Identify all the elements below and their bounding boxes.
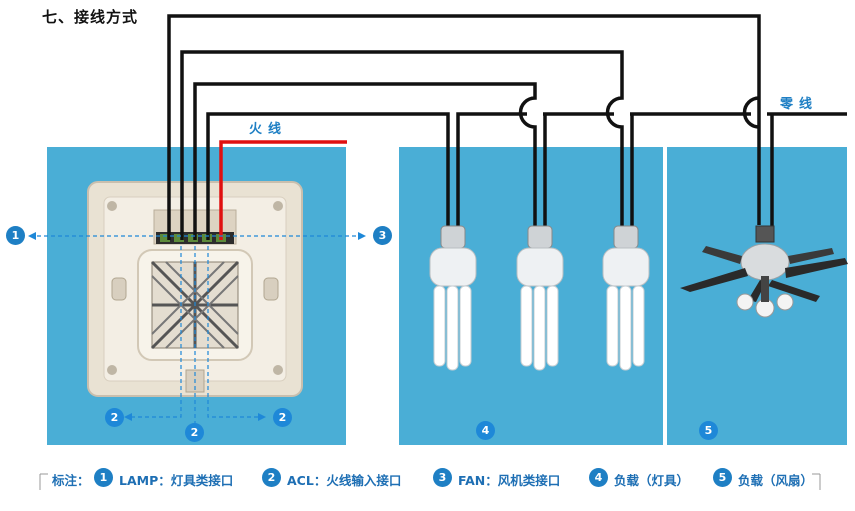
page-title: 七、接线方式 [42,8,139,26]
legend-item-5: 负载（风扇） [738,473,814,488]
interface-indicators [30,235,362,427]
legend-badge-3: 3 [433,468,452,487]
marker-3: 3 [373,226,392,245]
marker-2-right: 2 [273,408,292,427]
lamp-wire-1 [167,14,761,240]
lamp-3 [602,225,650,371]
marker-2-center: 2 [185,423,204,442]
fan-wire [206,112,450,240]
neutral-wire-label: 零线 [780,97,819,112]
legend-badge-5: 5 [713,468,732,487]
lamp-wire-2 [180,50,624,240]
legend-prefix: 标注： [52,473,90,488]
lamp-2 [516,225,564,371]
legend-badge-2: 2 [262,468,281,487]
legend-item-4: 负载（灯具） [614,473,690,488]
live-wire-label: 火线 [249,122,288,137]
lamp-wire-3 [193,82,537,240]
live-wire [219,140,347,240]
marker-2-left: 2 [105,408,124,427]
legend-item-2: ACL：火线输入接口 [287,473,402,488]
legend-badge-4: 4 [589,468,608,487]
legend-item-3: FAN：风机类接口 [458,473,561,488]
legend-item-1: LAMP：灯具类接口 [119,473,234,488]
marker-1: 1 [6,226,25,245]
neutral-wire [456,96,847,228]
marker-5: 5 [699,421,718,440]
marker-4: 4 [476,421,495,440]
legend-badge-1: 1 [94,468,113,487]
lamp-1 [429,225,477,371]
ceiling-fan [680,225,848,318]
